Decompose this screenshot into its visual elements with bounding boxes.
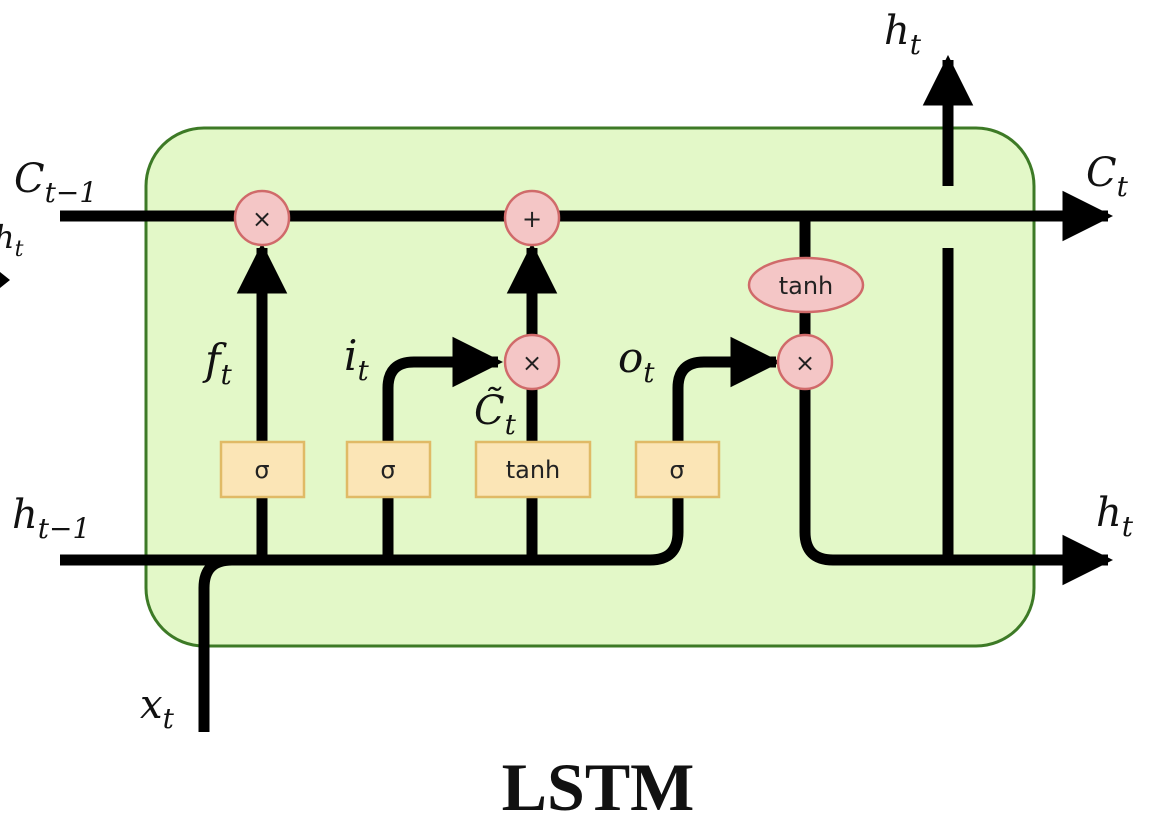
label-c-next: Ct [1086,150,1129,203]
x-input-line [198,554,233,732]
svg-text:+: + [522,205,542,233]
svg-text:×: × [522,349,542,377]
label-o-gate: ot [618,333,655,389]
output-gate-box: σ [634,440,721,499]
output-multiply-node: × [776,333,834,391]
svg-text:×: × [795,349,815,377]
input-gate-arrow [382,336,504,560]
label-h-out-top: ht [884,8,922,61]
label-h-out-right: ht [1096,490,1134,543]
candidate-gate-box: tanh [474,440,592,499]
forget-gate-box: σ [219,440,306,499]
input-multiply-node: × [503,333,561,391]
cell-tanh-node: tanh [747,256,865,314]
output-gate-path [649,336,782,566]
svg-text:×: × [252,205,272,233]
label-x-in: xt [140,682,175,735]
label-c-tilde: C̃t [474,387,517,441]
svg-text:σ: σ [380,456,395,484]
diagram-title: LSTM [502,749,695,825]
input-gate-box: σ [345,440,432,499]
label-h-prev: ht−1 [12,492,90,545]
label-c-prev: Ct−1 [14,156,97,209]
svg-text:σ: σ [254,456,269,484]
label-i-gate: it [344,331,369,387]
hidden-output-line [799,384,1114,586]
label-h-left-cut: ht [0,218,24,262]
svg-text:tanh: tanh [506,456,561,484]
svg-text:σ: σ [669,456,684,484]
left-edge-arrow-fragment [0,272,10,288]
forget-multiply-node: × [233,189,291,247]
svg-text:tanh: tanh [779,272,834,300]
cell-add-node: + [503,189,561,247]
